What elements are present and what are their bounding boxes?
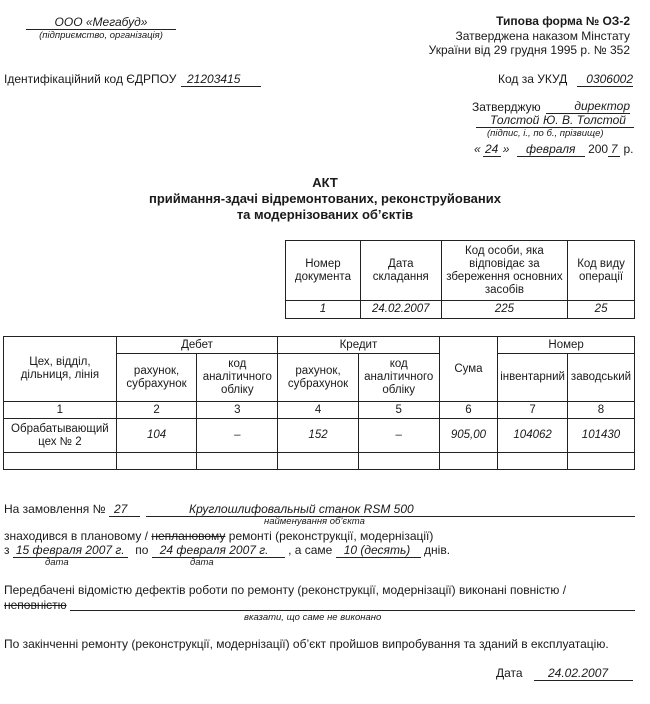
col-sum: Сума (438, 336, 499, 402)
unplanned-text: неплановому (151, 529, 226, 543)
row-sum: 905,00 (438, 418, 499, 453)
date-to-caption: дата (190, 557, 214, 568)
order-number: 27 (109, 502, 140, 517)
date-value: 24.02.2007 (534, 666, 633, 681)
header-doc-number: Номер документа (285, 240, 361, 301)
col-number: 5 (357, 401, 440, 419)
org-caption: (підприємство, організація) (39, 30, 163, 41)
not-done-line (70, 610, 635, 611)
approve-month: февраля (516, 142, 585, 157)
approve-caption: (підпис, і., по б., прізвище) (487, 128, 604, 139)
row-credit-analytic: – (357, 418, 440, 453)
doc-number-value: 1 (285, 300, 361, 319)
act-title: АКТ (312, 175, 338, 190)
approve-position: директор (546, 100, 630, 114)
row-inventory: 104062 (497, 418, 568, 453)
was-in-text: знаходився в плановому / (4, 529, 149, 543)
defects-text: Передбачені відомістю дефектів роботи по… (4, 583, 567, 597)
date-label: Дата (496, 666, 523, 680)
credit-account: рахунок, субрахунок (277, 353, 359, 402)
ukud-label: Код за УКУД (498, 72, 568, 86)
and-label: , а саме (288, 543, 333, 557)
row-location: Обрабатывающий цех № 2 (3, 418, 117, 453)
edrpou-label: Ідентифікаційний код ЄДРПОУ (4, 72, 177, 86)
row-credit-account: 152 (277, 418, 359, 453)
days-label: днів. (424, 543, 451, 557)
year-digit: 7 (608, 142, 621, 157)
col-number: 3 (196, 401, 279, 419)
table-row-empty (3, 452, 636, 470)
col-number: 6 (438, 401, 499, 419)
quote-close: » (502, 142, 510, 156)
not-fully-text: неповністю (4, 598, 67, 612)
repair-text: ремонті (реконструкції, модернізації) (228, 529, 434, 543)
person-code-value: 225 (440, 300, 569, 319)
days-value: 10 (десять) (335, 543, 421, 558)
doc-date-value: 24.02.2007 (359, 300, 442, 319)
act-subtitle-1: приймання-здачі відремонтованих, реконст… (149, 191, 501, 206)
debit-account: рахунок, субрахунок (115, 353, 198, 402)
date-from-caption: дата (45, 557, 69, 568)
date-to: 24 февраля 2007 г. (151, 543, 285, 558)
order-label: На замовлення № (4, 502, 106, 516)
approve-signature-line: Толстой Ю. В. Толстой (476, 114, 634, 128)
to-label: по (135, 543, 149, 557)
approve-name: Ю. В. Толстой (543, 113, 626, 127)
form-title: Типова форма № ОЗ-2 (496, 14, 630, 28)
period-line: з 15 февраля 2007 г. по 24 февраля 2007 … (4, 543, 450, 558)
approve-day: 24 (482, 142, 501, 157)
status-line: знаходився в плановому / неплановому рем… (4, 529, 433, 543)
col-number: 8 (566, 401, 636, 419)
group-number: Номер (497, 336, 635, 354)
debit-analytic: код аналітичного обліку (196, 353, 279, 402)
approved-line-1: Затверджена наказом Мінстату (455, 29, 630, 43)
operation-code-value: 25 (567, 300, 635, 319)
row-debit-analytic: – (196, 418, 279, 453)
act-subtitle-2: та модернізованих об’єктів (236, 207, 414, 222)
row-debit-account: 104 (115, 418, 198, 453)
number-inventory: інвентарний (497, 353, 568, 402)
table-row: Обрабатывающий цех № 2 104 – 152 – 905,0… (3, 418, 636, 453)
col-location: Цех, відділ, дільниця, лінія (3, 336, 117, 402)
date-from: 15 февраля 2007 г. (12, 543, 128, 558)
main-table: Цех, відділ, дільниця, лінія Дебет Креди… (3, 336, 636, 470)
number-factory: заводський (566, 353, 636, 402)
group-debit: Дебет (115, 336, 279, 354)
edrpou-value: 21203415 (181, 72, 261, 87)
approved-line-2: України від 29 грудня 1995 р. № 352 (428, 43, 630, 57)
approve-label: Затверджую (472, 100, 541, 114)
row-factory: 101430 (566, 418, 636, 453)
object-caption: найменування об’єкта (264, 516, 365, 527)
col-number: 7 (497, 401, 568, 419)
object-name: Круглошлифовальный станок RSM 500 (146, 502, 635, 517)
header-doc-date: Дата складання (359, 240, 442, 301)
group-credit: Кредит (277, 336, 440, 354)
ukud-value: 0306002 (577, 72, 633, 87)
org-name: ООО «Мегабуд» (26, 15, 176, 30)
col-number: 1 (3, 401, 117, 419)
quote-open: « (474, 142, 481, 156)
header-person-code: Код особи, яка відповідає за збереження … (440, 240, 569, 301)
final-text: По закінченні ремонту (реконструкції, мо… (4, 637, 609, 651)
credit-analytic: код аналітичного обліку (357, 353, 440, 402)
col-number: 4 (277, 401, 359, 419)
col-number: 2 (115, 401, 198, 419)
header-operation-code: Код виду операції (567, 240, 635, 301)
year-prefix: 200 (588, 142, 609, 156)
approve-signature: Толстой (490, 113, 540, 127)
year-suffix: р. (623, 142, 634, 156)
from-label: з (4, 543, 10, 557)
not-done-caption: вказати, що саме не виконано (244, 612, 382, 623)
document-info-table: Номер документа Дата складання Код особи… (285, 240, 635, 319)
